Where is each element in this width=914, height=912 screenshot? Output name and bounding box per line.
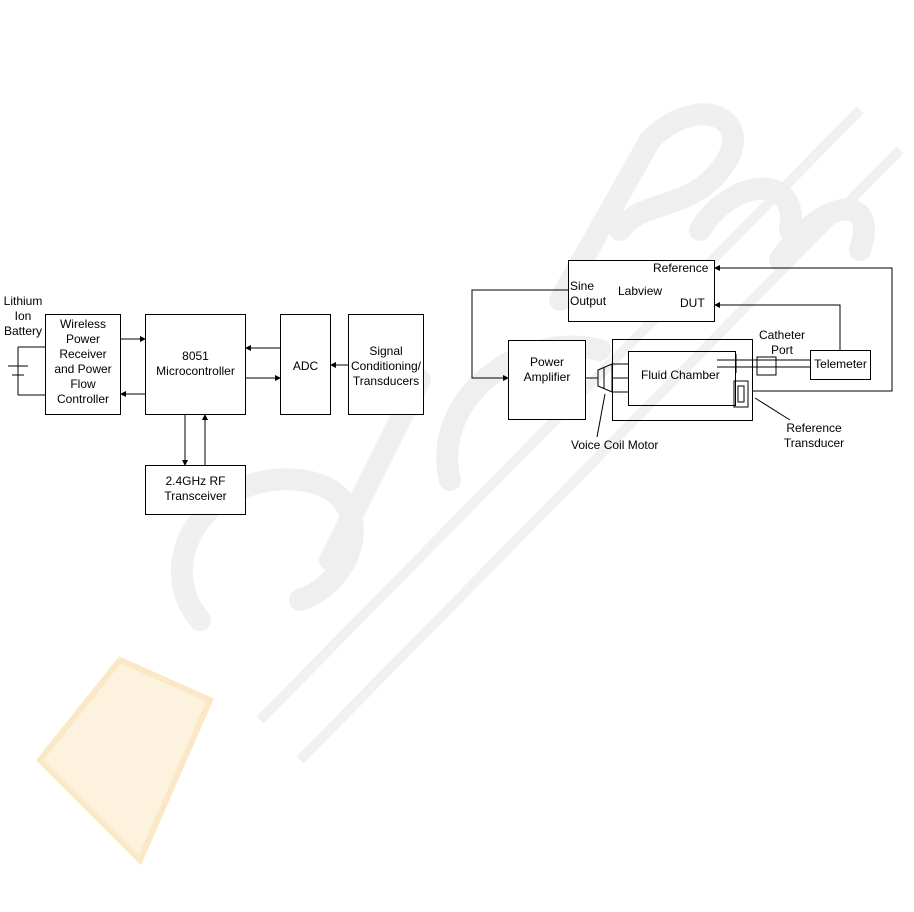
telemeter-block: Telemeter <box>810 350 871 380</box>
microcontroller-block: 8051 Microcontroller <box>145 314 246 415</box>
microcontroller-label: 8051 Microcontroller <box>146 349 245 379</box>
reference-transducer-label: Reference Transducer <box>778 421 850 451</box>
telemeter-label: Telemeter <box>811 357 870 372</box>
battery-label: Lithium Ion Battery <box>0 294 46 339</box>
signal-conditioning-label: Signal Conditioning/ Transducers <box>349 344 423 389</box>
dut-label: DUT <box>680 296 705 311</box>
sine-output-label: Sine Output <box>570 279 606 309</box>
adc-label: ADC <box>281 359 330 374</box>
voice-coil-motor-label: Voice Coil Motor <box>571 438 658 453</box>
rf-transceiver-label: 2.4GHz RF Transceiver <box>146 474 245 504</box>
adc-block: ADC <box>280 314 331 415</box>
rf-transceiver-block: 2.4GHz RF Transceiver <box>145 465 246 515</box>
fluid-chamber-block: Fluid Chamber <box>628 351 736 406</box>
power-amplifier-block: Power Amplifier <box>508 340 586 420</box>
labview-label: Labview <box>618 284 662 299</box>
reference-label: Reference <box>653 261 708 276</box>
catheter-port-label: Catheter Port <box>752 328 812 358</box>
fluid-chamber-label: Fluid Chamber <box>641 368 720 383</box>
power-amplifier-label: Power Amplifier <box>509 355 585 385</box>
signal-conditioning-block: Signal Conditioning/ Transducers <box>348 314 424 415</box>
wireless-power-block: Wireless Power Receiver and Power Flow C… <box>45 314 121 415</box>
wireless-power-label: Wireless Power Receiver and Power Flow C… <box>46 317 120 407</box>
